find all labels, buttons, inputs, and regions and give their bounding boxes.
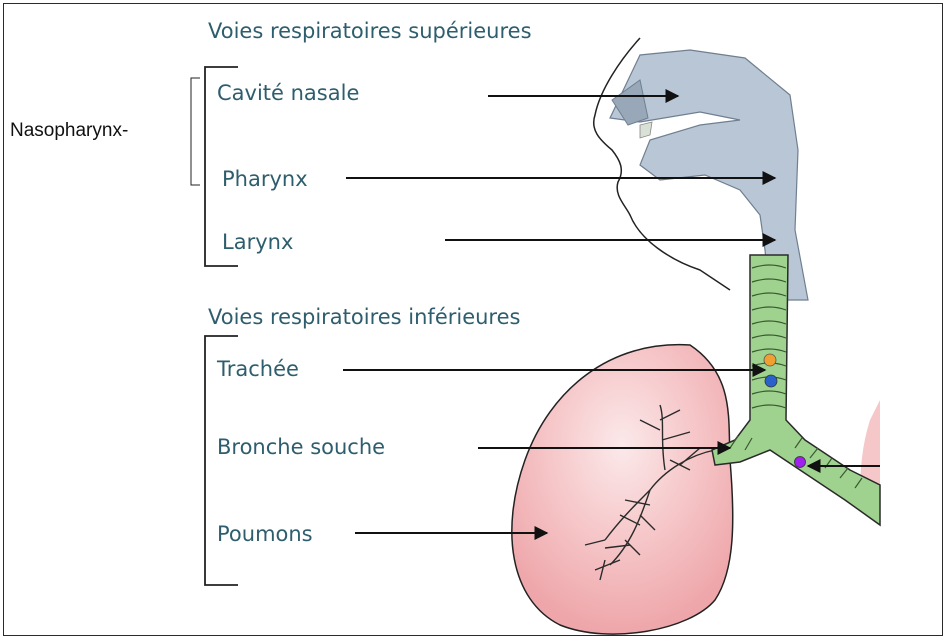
bracket-nasopharynx <box>191 78 200 185</box>
label-bronche-souche: Bronche souche <box>217 435 385 459</box>
marker-orange <box>764 354 776 366</box>
label-poumons: Poumons <box>217 522 313 546</box>
marker-purple <box>795 457 806 468</box>
nasopharynx-label: Nasopharynx- <box>10 120 128 141</box>
label-larynx: Larynx <box>222 230 293 254</box>
label-trachee: Trachée <box>216 357 299 381</box>
upper-airways-header: Voies respiratoires supérieures <box>208 19 532 43</box>
lung-left <box>512 345 733 634</box>
label-pharynx: Pharynx <box>222 167 308 191</box>
label-cavite-nasale: Cavité nasale <box>217 81 359 105</box>
marker-blue <box>765 375 777 387</box>
lower-airways-header: Voies respiratoires inférieures <box>208 305 520 329</box>
